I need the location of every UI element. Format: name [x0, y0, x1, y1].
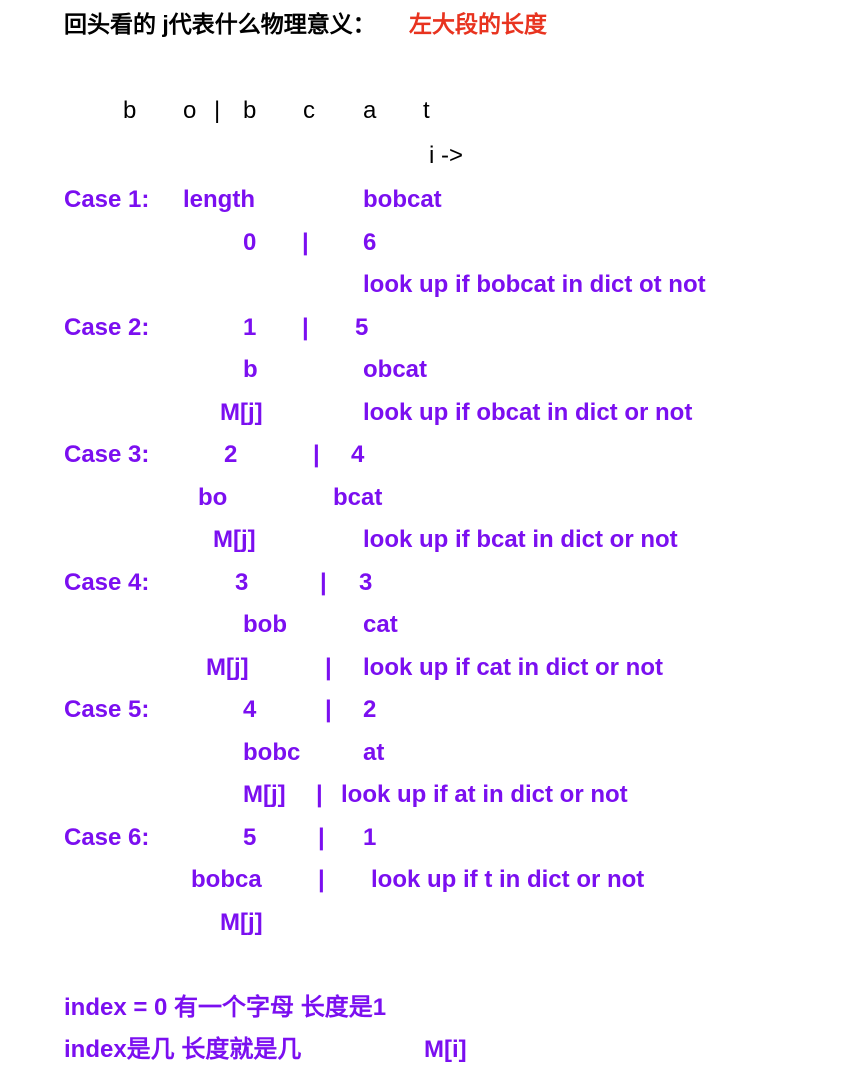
split-divider: |	[325, 696, 332, 723]
index-note-1: index = 0 有一个字母 长度是1	[64, 994, 387, 1021]
lookup-note: look up if obcat in dict or not	[363, 399, 693, 426]
question-heading: 回头看的 j代表什么物理意义：	[64, 11, 376, 37]
right-count: 1	[363, 824, 377, 851]
split-divider: |	[318, 866, 325, 893]
letter-b2: b	[243, 97, 257, 124]
lookup-note: look up if bcat in dict or not	[363, 526, 678, 553]
right-word: bcat	[333, 484, 383, 511]
split-divider: |	[318, 824, 325, 851]
left-word: bob	[243, 611, 287, 638]
left-count: 2	[224, 441, 238, 468]
left-count: 3	[235, 569, 249, 596]
lookup-note: look up if bobcat in dict ot not	[363, 271, 706, 298]
letter-t: t	[423, 97, 430, 124]
right-count: 2	[363, 696, 377, 723]
right-count: 5	[355, 314, 369, 341]
case-label: Case 5:	[64, 696, 150, 723]
memo-label: M[j]	[243, 781, 286, 808]
answer-heading: 左大段的长度	[409, 11, 547, 37]
left-word: bo	[198, 484, 228, 511]
split-divider: |	[316, 781, 323, 808]
left-count: 1	[243, 314, 257, 341]
memo-label: M[j]	[206, 654, 249, 681]
memo-label: M[j]	[213, 526, 256, 553]
split-divider: |	[302, 314, 309, 341]
right-word: at	[363, 739, 385, 766]
left-count: 5	[243, 824, 257, 851]
letter-divider: |	[214, 97, 221, 124]
right-count: 6	[363, 229, 377, 256]
letter-c: c	[303, 97, 315, 124]
left-count: 0	[243, 229, 257, 256]
memo-label: M[j]	[220, 909, 263, 936]
left-word: b	[243, 356, 258, 383]
lookup-note: look up if t in dict or not	[371, 866, 645, 893]
index-note-2: index是几 长度就是几	[64, 1036, 302, 1063]
right-count: 4	[351, 441, 365, 468]
memo-label: M[j]	[220, 399, 263, 426]
right-word: cat	[363, 611, 398, 638]
split-divider: |	[313, 441, 320, 468]
split-divider: |	[325, 654, 332, 681]
split-divider: |	[302, 229, 309, 256]
split-divider: |	[320, 569, 327, 596]
length-label: length	[183, 186, 255, 213]
lookup-note: look up if cat in dict or not	[363, 654, 663, 681]
letter-a: a	[363, 97, 377, 124]
left-word: bobc	[243, 739, 301, 766]
left-word: bobca	[191, 866, 262, 893]
letter-o: o	[183, 97, 197, 124]
case-label: Case 6:	[64, 824, 150, 851]
right-word: bobcat	[363, 186, 442, 213]
lookup-note: look up if at in dict or not	[341, 781, 628, 808]
case-label: Case 1:	[64, 186, 150, 213]
left-count: 4	[243, 696, 257, 723]
pointer-label: i ->	[429, 142, 464, 169]
memo-index-label: M[i]	[424, 1036, 467, 1063]
case-label: Case 2:	[64, 314, 150, 341]
case-label: Case 4:	[64, 569, 150, 596]
right-count: 3	[359, 569, 373, 596]
letter-b1: b	[123, 97, 137, 124]
case-label: Case 3:	[64, 441, 150, 468]
right-word: obcat	[363, 356, 428, 383]
